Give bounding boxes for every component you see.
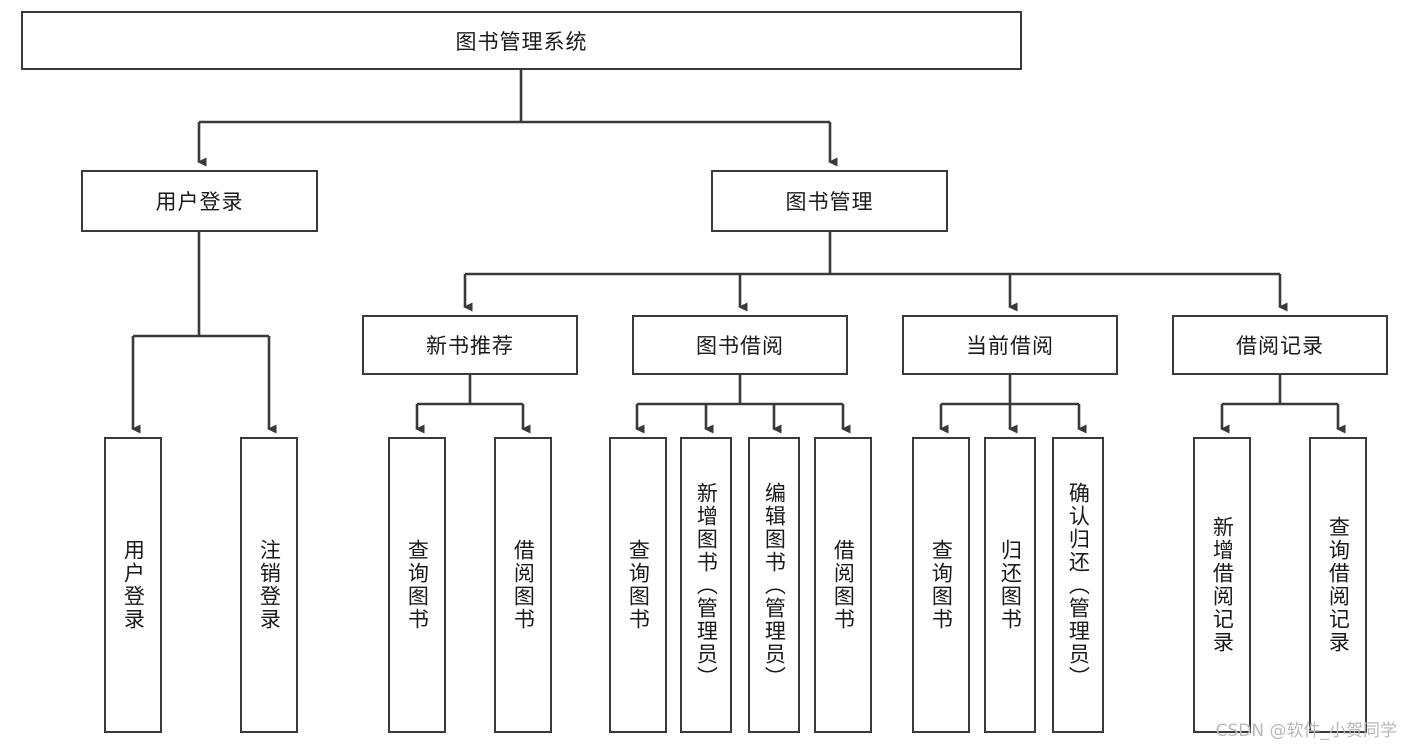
leaf-borrow-books-recommendation[interactable]: 借阅图书: [494, 437, 552, 733]
node-label: 查询借阅记录: [1326, 516, 1351, 654]
node-book-borrowing[interactable]: 图书借阅: [632, 315, 848, 375]
node-user-login[interactable]: 用户登录: [81, 170, 318, 232]
node-label: 用户登录: [155, 190, 244, 214]
leaf-user-login[interactable]: 用户登录: [104, 437, 162, 733]
node-label: 查询图书: [929, 539, 954, 631]
leaf-return-books[interactable]: 归还图书: [984, 437, 1036, 733]
node-label: 用户登录: [121, 539, 146, 631]
leaf-query-borrow-record[interactable]: 查询借阅记录: [1309, 437, 1367, 733]
node-label: 借阅图书: [511, 539, 536, 631]
leaf-edit-book-admin[interactable]: 编辑图书（管理员）: [748, 437, 800, 733]
node-label: 查询图书: [626, 539, 651, 631]
node-label: 借阅记录: [1236, 334, 1324, 358]
watermark-text: CSDN @软件_小贺同学: [1215, 721, 1397, 741]
node-label: 新书推荐: [426, 334, 514, 358]
node-label: 图书借阅: [696, 334, 784, 358]
node-new-book-recommendation[interactable]: 新书推荐: [362, 315, 578, 375]
node-label: 确认归还（管理员）: [1066, 481, 1091, 689]
leaf-confirm-return-admin[interactable]: 确认归还（管理员）: [1052, 437, 1104, 733]
node-current-borrowing[interactable]: 当前借阅: [902, 315, 1118, 375]
node-label: 图书管理系统: [455, 29, 588, 54]
leaf-query-books-borrowing[interactable]: 查询图书: [609, 437, 667, 733]
edges: [131, 70, 1346, 434]
leaf-query-books-recommendation[interactable]: 查询图书: [388, 437, 446, 733]
node-label: 编辑图书（管理员）: [762, 481, 787, 689]
leaf-logout[interactable]: 注销登录: [240, 437, 298, 733]
node-label: 当前借阅: [966, 334, 1054, 358]
node-label: 新增借阅记录: [1210, 516, 1235, 654]
leaf-query-books-current[interactable]: 查询图书: [912, 437, 970, 733]
node-borrow-records[interactable]: 借阅记录: [1172, 315, 1388, 375]
leaf-add-borrow-record[interactable]: 新增借阅记录: [1193, 437, 1251, 733]
node-label: 新增图书（管理员）: [694, 481, 719, 689]
node-label: 注销登录: [257, 539, 282, 631]
node-label: 归还图书: [998, 539, 1023, 631]
leaf-borrow-books-borrowing[interactable]: 借阅图书: [814, 437, 872, 733]
node-root-library-management-system[interactable]: 图书管理系统: [21, 11, 1022, 70]
node-label: 查询图书: [405, 539, 430, 631]
node-label: 借阅图书: [831, 539, 856, 631]
leaf-add-book-admin[interactable]: 新增图书（管理员）: [680, 437, 732, 733]
node-label: 图书管理: [785, 190, 874, 214]
node-book-management[interactable]: 图书管理: [711, 170, 948, 232]
